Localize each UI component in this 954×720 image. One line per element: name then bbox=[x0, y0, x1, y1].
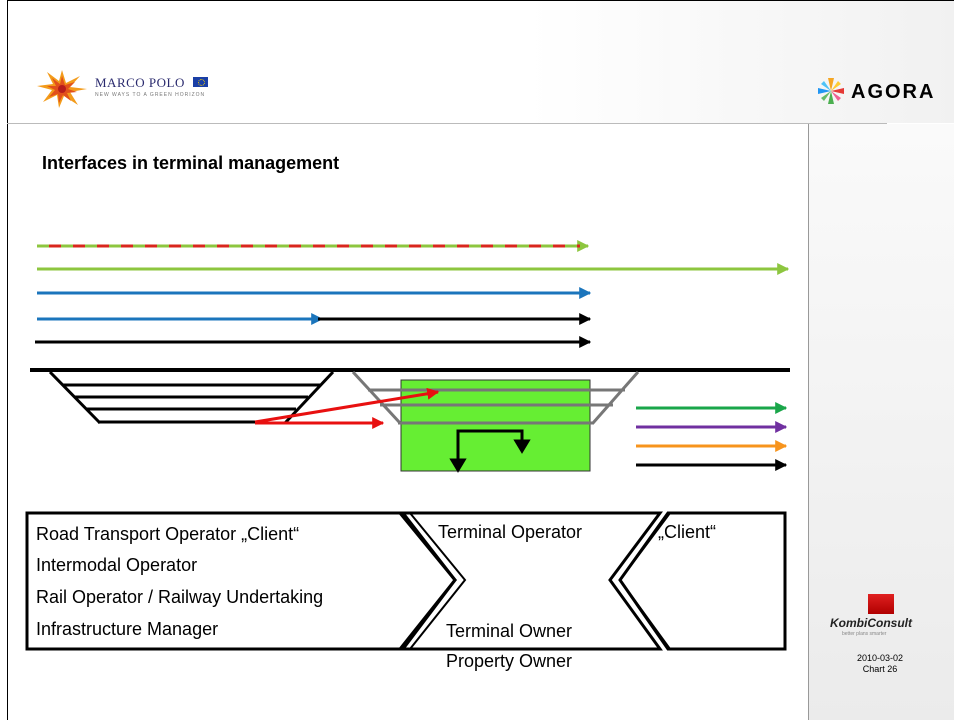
kombiconsult-tagline: better plans smarter bbox=[842, 631, 887, 637]
kombiconsult-name: KombiConsult bbox=[830, 616, 912, 630]
chevron-left-shadow bbox=[409, 512, 467, 650]
left-chevron-line-3: Rail Operator / Railway Undertaking bbox=[36, 587, 324, 607]
marco-polo-tagline: NEW WAYS TO A GREEN HORIZON bbox=[95, 92, 206, 98]
agora-pinwheel-icon bbox=[818, 78, 844, 104]
left-chevron-line-2: Intermodal Operator bbox=[36, 555, 198, 575]
terminal-transfer-arrows bbox=[449, 429, 531, 473]
marco-polo-logo: MARCO POLO NEW WAYS TO A GREEN HORIZON bbox=[35, 68, 275, 108]
agora-name: AGORA bbox=[851, 81, 936, 103]
kombiconsult-box-icon bbox=[868, 594, 894, 614]
property-owner-label: Property Owner bbox=[446, 651, 573, 671]
left-chevron-line-4: Infrastructure Manager bbox=[36, 619, 219, 639]
chevron-middle-shape bbox=[399, 511, 663, 651]
page-title: Interfaces in terminal management bbox=[42, 153, 340, 173]
header-divider-overlay bbox=[7, 123, 887, 124]
header-background bbox=[8, 1, 954, 123]
terminal-tracks bbox=[351, 370, 640, 425]
left-chevron-line-1: Road Transport Operator „Client“ bbox=[36, 524, 300, 544]
slide-top-border bbox=[7, 0, 954, 1]
agora-logo: AGORA bbox=[816, 76, 954, 108]
slide-date: 2010-03-02 bbox=[856, 653, 904, 663]
eu-flag-icon bbox=[193, 77, 208, 87]
chevron-right-shape bbox=[618, 511, 787, 651]
client-label: „Client“ bbox=[658, 522, 717, 542]
left-rail-yard bbox=[48, 370, 335, 425]
slide-left-border bbox=[7, 0, 8, 720]
marco-polo-star-icon bbox=[37, 70, 87, 108]
sidebar-divider bbox=[808, 124, 809, 720]
red-arrow-to-terminal-top bbox=[254, 387, 440, 424]
terminal-operator-label: Terminal Operator bbox=[438, 522, 583, 542]
kombiconsult-logo: KombiConsult better plans smarter bbox=[830, 590, 954, 640]
terminal-owner-label: Terminal Owner bbox=[446, 621, 573, 641]
chart-number: Chart 26 bbox=[862, 664, 898, 674]
marco-polo-name: MARCO POLO bbox=[95, 75, 185, 90]
sidebar-panel bbox=[809, 124, 954, 720]
